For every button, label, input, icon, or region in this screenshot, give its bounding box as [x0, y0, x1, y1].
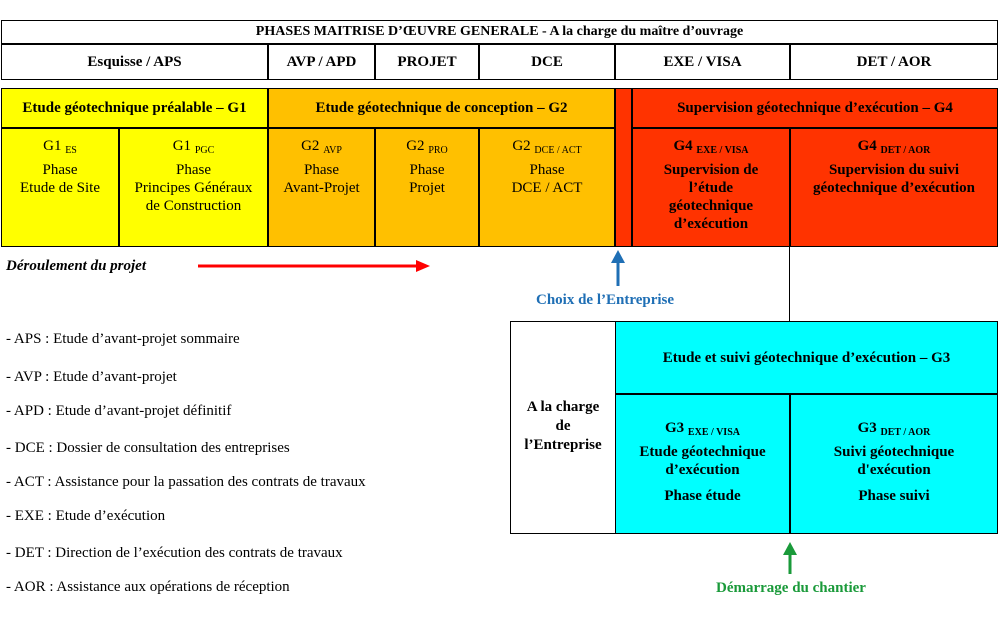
cell-g2-avp: G2 AVP Phase Avant-Projet	[268, 128, 375, 247]
cell-g3-exe: G3 EXE / VISA Etude géotechnique d’exécu…	[615, 394, 790, 534]
mission-g4: Supervision géotechnique d’exécution – G…	[632, 88, 998, 128]
header-title: PHASES MAITRISE D’ŒUVRE GENERALE - A la …	[1, 20, 998, 44]
legend-item-avp: - AVP : Etude d’avant-projet	[6, 369, 177, 385]
cell-g3-det: G3 DET / AOR Suivi géotechnique d'exécut…	[790, 394, 998, 534]
cell-g1-es: G1 ES Phase Etude de Site	[1, 128, 119, 247]
phase-dce: DCE	[479, 44, 615, 80]
cell-g2-dce: G2 DCE / ACT Phase DCE / ACT	[479, 128, 615, 247]
legend-item-det: - DET : Direction de l’exécution des con…	[6, 545, 343, 561]
connector-line	[789, 247, 790, 321]
legend-item-act: - ACT : Assistance pour la passation des…	[6, 474, 366, 490]
choix-arrow	[611, 250, 625, 286]
demarrage-arrow	[783, 542, 797, 574]
phase-avp: AVP / APD	[268, 44, 375, 80]
legend-item-exe: - EXE : Etude d’exécution	[6, 508, 166, 524]
cell-g4-det: G4 DET / AOR Supervision du suivi géotec…	[790, 128, 998, 247]
header-title-text: PHASES MAITRISE D’ŒUVRE GENERALE - A la …	[255, 24, 744, 39]
legend-item-aor: - AOR : Assistance aux opérations de réc…	[6, 579, 290, 595]
legend-item-dce: - DCE : Dossier de consultation des entr…	[6, 440, 290, 456]
legend-item-apd: - APD : Etude d’avant-projet définitif	[6, 403, 232, 419]
flow-arrow	[198, 260, 430, 272]
cell-g1-pgc: G1 PGC Phase Principes Généraux de Const…	[119, 128, 268, 247]
entreprise-side-label: A la charge de l’Entreprise	[524, 399, 602, 453]
demarrage-label: Démarrage du chantier	[716, 580, 866, 596]
choix-label: Choix de l’Entreprise	[536, 292, 675, 308]
mission-g1: Etude géotechnique préalable – G1	[1, 88, 268, 128]
legend-item-aps: - APS : Etude d’avant-projet sommaire	[6, 331, 240, 347]
cell-g2-pro: G2 PRO Phase Projet	[375, 128, 479, 247]
phase-exe: EXE / VISA	[615, 44, 790, 80]
mission-g2: Etude géotechnique de conception – G2	[268, 88, 615, 128]
choix-strip-upper	[615, 88, 632, 247]
flow-label: Déroulement du projet	[6, 258, 147, 274]
g3-title: Etude et suivi géotechnique d’exécution …	[615, 321, 998, 394]
cell-g4-exe: G4 EXE / VISA Supervision de l’étude géo…	[632, 128, 790, 247]
phase-esquisse: Esquisse / APS	[1, 44, 268, 80]
phase-det: DET / AOR	[790, 44, 998, 80]
phase-projet: PROJET	[375, 44, 479, 80]
